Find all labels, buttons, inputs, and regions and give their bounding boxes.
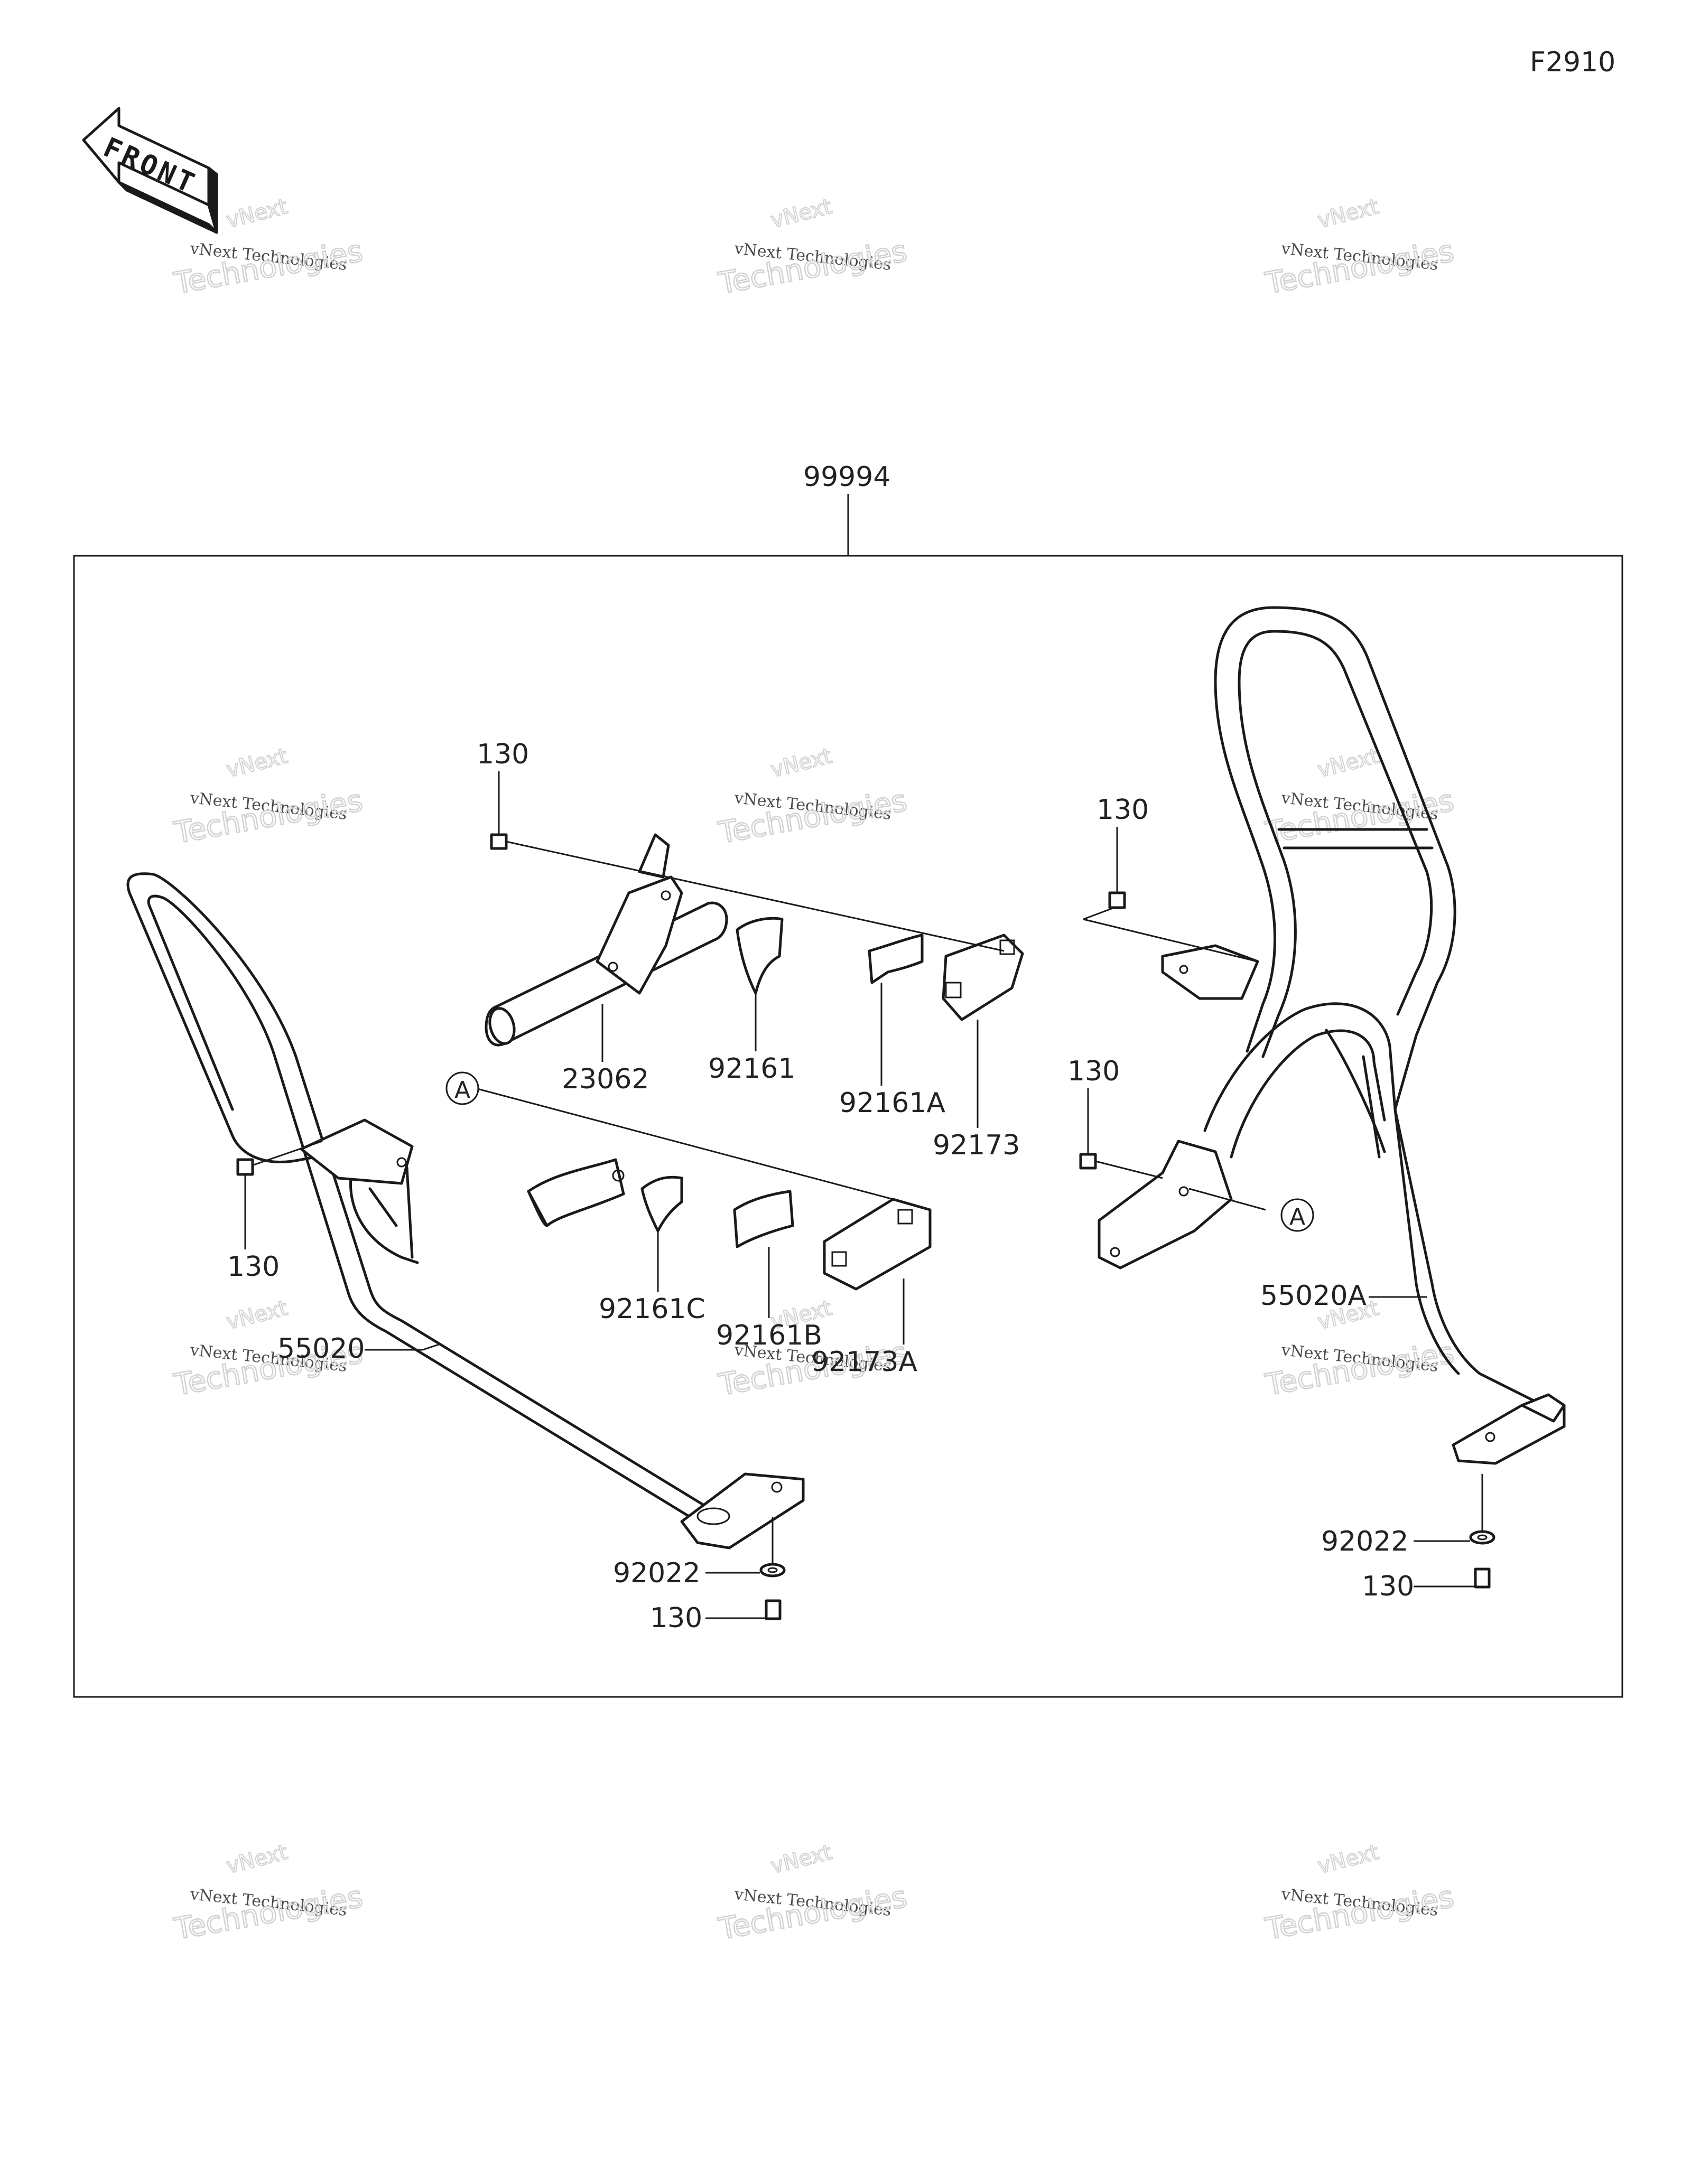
svg-text:vNext: vNext — [224, 1296, 290, 1334]
washer-92022-left — [759, 1563, 786, 1578]
watermark: vNext vNext Technologies Technologies — [171, 1840, 366, 1947]
leader-ref-a-left — [475, 1087, 894, 1200]
collar-23062 — [485, 833, 728, 1047]
watermark: vNext vNext Technologies Technologies — [1262, 1295, 1457, 1403]
watermark: vNext vNext Technologies Technologies — [171, 194, 366, 302]
label-pad: 92161 — [708, 1053, 795, 1085]
label-washer-right: 92022 — [1321, 1526, 1408, 1557]
front-arrow-icon: FRONT — [82, 107, 218, 234]
bolt-130-bottom-right — [1474, 1567, 1491, 1589]
label-pad-c: 92161C — [599, 1293, 705, 1325]
pad-92161c — [640, 1175, 683, 1233]
label-bolt-upper: 130 — [477, 739, 529, 770]
bolt-130-upper — [490, 833, 1005, 952]
svg-text:vNext: vNext — [1315, 1840, 1381, 1879]
watermark: vNext vNext Technologies Technologies — [1262, 1840, 1457, 1947]
bolt-130-right-upper — [1108, 891, 1126, 909]
svg-text:vNext: vNext — [224, 1840, 290, 1879]
label-clamp-a: 92173A — [811, 1346, 917, 1378]
watermark: vNext vNext Technologies Technologies — [1262, 194, 1457, 302]
svg-text:A: A — [454, 1077, 470, 1104]
clamp-92173 — [942, 934, 1024, 1021]
watermark: vNext vNext Technologies Technologies — [715, 743, 910, 851]
bolt-130-right-mid — [1079, 1153, 1163, 1179]
label-bolt-right-upper: 130 — [1097, 794, 1149, 826]
kit-frame — [73, 555, 1623, 1698]
watermark: vNext vNext Technologies Technologies — [1262, 743, 1457, 851]
washer-92022-right — [1469, 1474, 1495, 1545]
guard-left — [126, 872, 805, 1550]
svg-text:vNext: vNext — [1315, 194, 1381, 233]
svg-text:vNext: vNext — [768, 1840, 834, 1879]
pad-92161 — [736, 917, 784, 995]
label-washer-left: 92022 — [613, 1557, 700, 1589]
label-bolt-right-mid: 130 — [1067, 1056, 1120, 1087]
ref-a-left: A — [445, 1071, 479, 1105]
guard-right — [1083, 606, 1566, 1465]
bolt-130-bottom-left — [765, 1517, 782, 1620]
label-bolt-bottom-right: 130 — [1362, 1571, 1414, 1602]
svg-text:vNext: vNext — [224, 744, 290, 782]
watermark: vNext vNext Technologies Technologies — [715, 1840, 910, 1947]
bolt-130-left — [236, 1140, 323, 1176]
label-guard-right: 55020A — [1260, 1280, 1367, 1312]
figure-code: F2910 — [1530, 46, 1615, 78]
ref-a-right: A — [1280, 1198, 1314, 1232]
svg-text:vNext: vNext — [1315, 744, 1381, 782]
pad-92161b — [733, 1190, 794, 1248]
label-guard-left: 55020 — [277, 1333, 365, 1365]
label-kit: 99994 — [803, 461, 890, 493]
label-pad-b: 92161B — [716, 1320, 822, 1351]
watermark: vNext vNext Technologies Technologies — [715, 194, 910, 302]
watermark-grid: vNext vNext Technologies Technologies vN… — [171, 194, 1457, 1947]
label-bolt-left: 130 — [227, 1251, 280, 1283]
leader-ref-a-right — [1188, 1188, 1266, 1211]
watermark: vNext vNext Technologies Technologies — [171, 743, 366, 851]
label-clamp: 92173 — [933, 1130, 1020, 1161]
svg-text:vNext: vNext — [224, 194, 290, 233]
pad-92161a — [868, 934, 924, 984]
svg-text:vNext: vNext — [768, 744, 834, 782]
label-pad-a: 92161A — [839, 1087, 945, 1119]
clamp-92173a — [823, 1198, 932, 1291]
label-bolt-bottom-left: 130 — [650, 1602, 702, 1634]
svg-text:A: A — [1289, 1203, 1305, 1230]
label-collar: 23062 — [562, 1063, 649, 1095]
svg-text:vNext: vNext — [768, 194, 834, 233]
